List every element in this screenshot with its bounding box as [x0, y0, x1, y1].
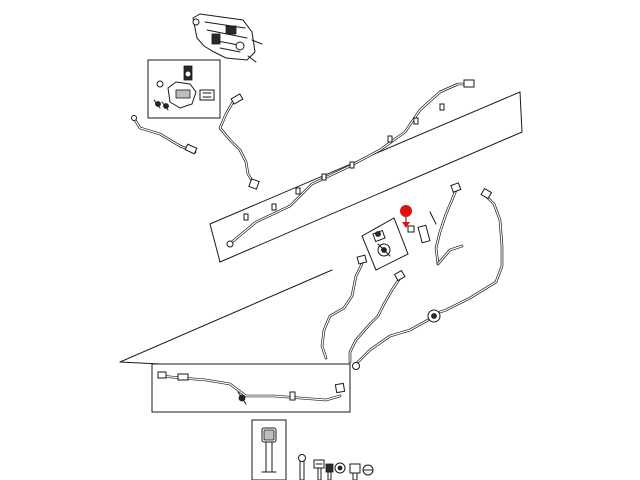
- fitting-detail-box: [361, 217, 409, 271]
- upper-tube: [218, 93, 260, 190]
- right-brake-lines: [320, 182, 504, 370]
- bracket-rod: [131, 115, 198, 155]
- bracket-detail-box: [251, 419, 287, 480]
- highlighted-part-callout[interactable]: [400, 205, 437, 244]
- main-brake-line: [226, 79, 475, 248]
- chassis-panel: [209, 91, 523, 263]
- fasteners-row: [298, 454, 374, 480]
- divider-line: [119, 269, 333, 365]
- upper-bracket-assembly: [192, 13, 263, 63]
- valve-detail-box: [147, 59, 221, 119]
- lower-line-detail-box: [151, 363, 351, 413]
- highlight-dot[interactable]: [400, 205, 412, 217]
